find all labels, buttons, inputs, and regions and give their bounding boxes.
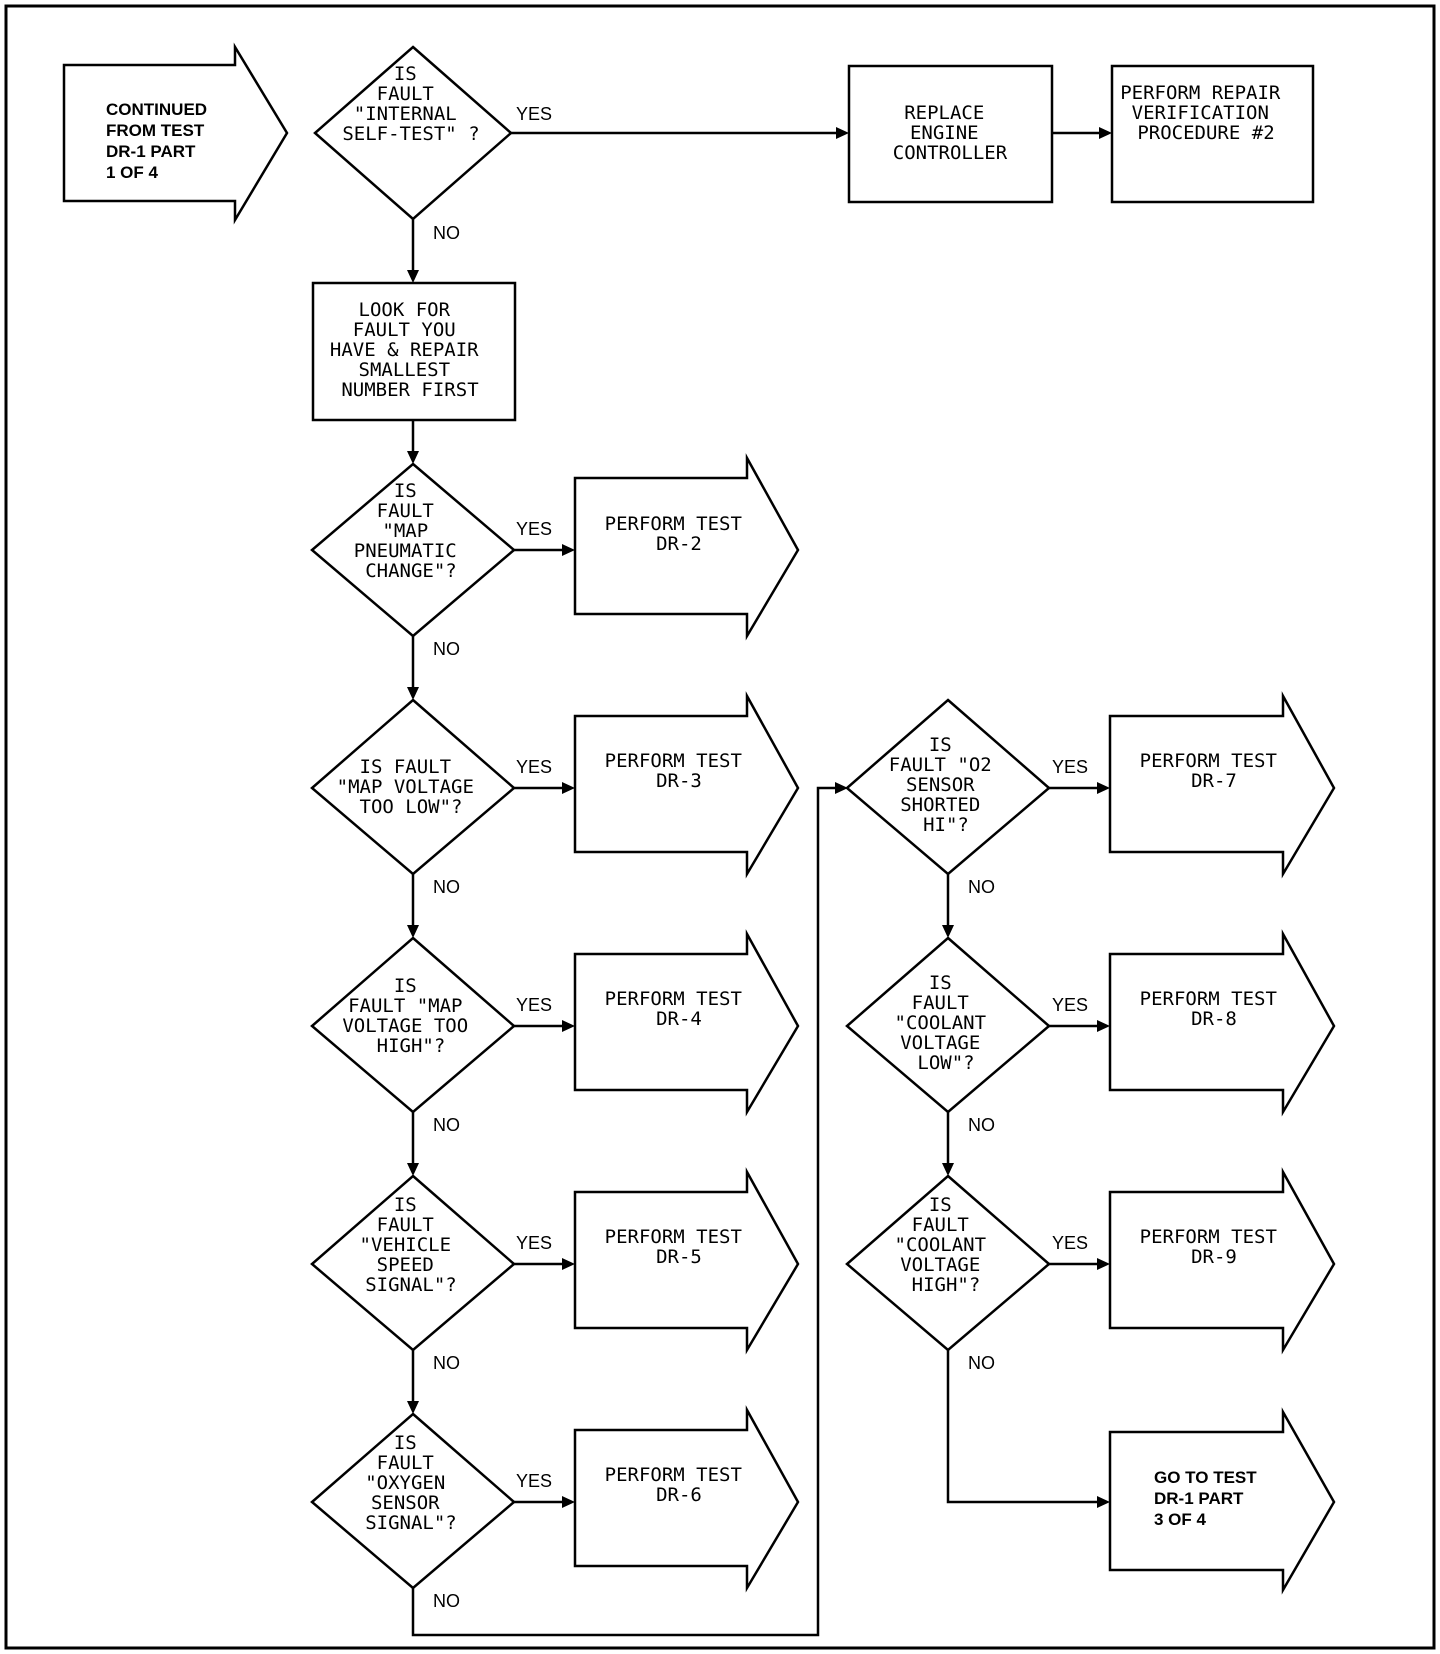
decision-vehicle-speed bbox=[310, 1174, 516, 1352]
yes-label: YES bbox=[516, 1233, 552, 1253]
result-arrow-dr-2-text: PERFORM TEST DR-2 bbox=[605, 513, 754, 555]
decision-coolant-high-text: IS FAULT "COOLANT VOLTAGE HIGH"? bbox=[895, 1194, 998, 1296]
yes-label: YES bbox=[516, 519, 552, 539]
repair-verification-box bbox=[1110, 64, 1315, 204]
diagram-frame bbox=[4, 4, 1436, 1650]
result-arrow-dr-5 bbox=[573, 1167, 800, 1355]
start-arrow-text: CONTINUED FROM TEST DR-1 PART 1 OF 4 bbox=[106, 100, 212, 182]
result-arrow-dr-8-text: PERFORM TEST DR-8 bbox=[1140, 988, 1289, 1030]
decision-map-voltage-high bbox=[310, 936, 516, 1114]
end-arrow bbox=[1108, 1407, 1336, 1595]
decision-internal-self-test bbox=[313, 45, 513, 221]
look-for-fault-text: LOOK FOR FAULT YOU HAVE & REPAIR SMALLES… bbox=[330, 299, 490, 401]
no-label: NO bbox=[968, 1115, 995, 1135]
decision-vehicle-speed-text: IS FAULT "VEHICLE SPEED SIGNAL"? bbox=[360, 1194, 463, 1296]
decision-o2-shorted-hi-text: IS FAULT "O2 SENSOR SHORTED HI"? bbox=[889, 734, 1003, 836]
decision-map-pneumatic bbox=[310, 462, 516, 638]
no-label: NO bbox=[433, 223, 460, 243]
result-arrow-dr-9 bbox=[1108, 1167, 1336, 1355]
result-arrow-dr-3 bbox=[573, 691, 800, 879]
result-arrow-dr-5-text: PERFORM TEST DR-5 bbox=[605, 1226, 754, 1268]
yes-label: YES bbox=[516, 995, 552, 1015]
yes-label: YES bbox=[516, 1471, 552, 1491]
result-arrow-dr-2 bbox=[573, 453, 800, 641]
no-label: NO bbox=[433, 1353, 460, 1373]
result-arrow-dr-7 bbox=[1108, 691, 1336, 879]
repair-verification-text: PERFORM REPAIR VERIFICATION PROCEDURE #2 bbox=[1120, 82, 1292, 144]
connectors bbox=[407, 127, 1112, 1637]
decision-map-voltage-low-text: IS FAULT "MAP VOLTAGE TOO LOW"? bbox=[337, 756, 486, 818]
decision-oxygen-sensor-text: IS FAULT "OXYGEN SENSOR SIGNAL"? bbox=[365, 1432, 457, 1534]
result-arrow-dr-3-text: PERFORM TEST DR-3 bbox=[605, 750, 754, 792]
result-arrow-dr-8 bbox=[1108, 929, 1336, 1117]
decision-coolant-low bbox=[845, 936, 1051, 1114]
end-arrow-text: GO TO TEST DR-1 PART 3 OF 4 bbox=[1154, 1468, 1261, 1529]
yes-label: YES bbox=[516, 104, 552, 124]
no-label: NO bbox=[433, 1115, 460, 1135]
result-arrow-dr-4 bbox=[573, 929, 800, 1117]
no-label: NO bbox=[968, 877, 995, 897]
start-arrow bbox=[62, 42, 289, 225]
replace-engine-controller-box bbox=[847, 64, 1054, 204]
yes-label: YES bbox=[516, 757, 552, 777]
result-arrow-dr-4-text: PERFORM TEST DR-4 bbox=[605, 988, 754, 1030]
result-arrow-dr-6 bbox=[573, 1405, 800, 1593]
decision-map-pneumatic-text: IS FAULT "MAP PNEUMATIC CHANGE"? bbox=[354, 480, 468, 582]
decision-map-voltage-high-text: IS FAULT "MAP VOLTAGE TOO HIGH"? bbox=[342, 975, 479, 1057]
result-arrow-dr-9-text: PERFORM TEST DR-9 bbox=[1140, 1226, 1289, 1268]
no-label: NO bbox=[968, 1353, 995, 1373]
yes-label: YES bbox=[1052, 757, 1088, 777]
decision-coolant-high bbox=[845, 1174, 1051, 1352]
decision-coolant-low-text: IS FAULT "COOLANT VOLTAGE LOW"? bbox=[895, 972, 998, 1074]
replace-engine-controller-text: REPLACE ENGINE CONTROLLER bbox=[893, 102, 1008, 164]
no-label: NO bbox=[433, 1591, 460, 1611]
look-for-fault-box bbox=[311, 281, 517, 422]
decision-internal-self-test-text: IS FAULT "INTERNAL SELF-TEST" ? bbox=[342, 63, 479, 145]
result-arrow-dr-7-text: PERFORM TEST DR-7 bbox=[1140, 750, 1289, 792]
no-label: NO bbox=[433, 639, 460, 659]
decision-o2-shorted-hi bbox=[845, 698, 1051, 876]
no-label: NO bbox=[433, 877, 460, 897]
result-arrow-dr-6-text: PERFORM TEST DR-6 bbox=[605, 1464, 754, 1506]
decision-oxygen-sensor bbox=[310, 1412, 516, 1590]
yes-label: YES bbox=[1052, 1233, 1088, 1253]
decision-map-voltage-low bbox=[310, 698, 516, 876]
yes-label: YES bbox=[1052, 995, 1088, 1015]
